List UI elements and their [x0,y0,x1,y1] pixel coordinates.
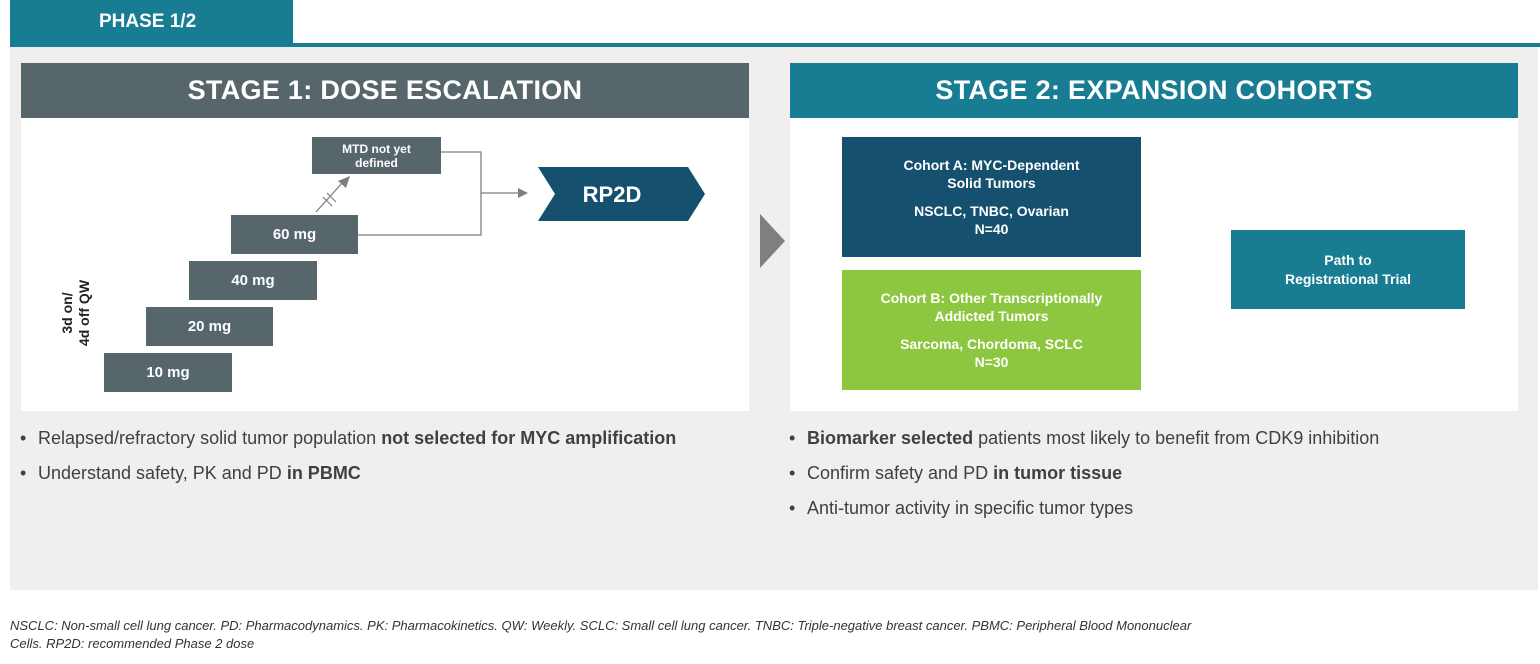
cohort-a-line3: NSCLC, TNBC, Ovarian [914,203,1069,219]
cohort-a-line2: Solid Tumors [947,175,1036,191]
stage2-bullet: •Confirm safety and PD in tumor tissue [789,463,1123,483]
footnote: NSCLC: Non-small cell lung cancer. PD: P… [10,617,1450,653]
phase-divider [10,43,1540,47]
cohort-b-line2: Addicted Tumors [934,308,1049,324]
mtd-line2: defined [355,155,398,170]
mtd-box: MTD not yet defined [312,137,441,174]
mtd-arrow-line [315,181,344,213]
stage1-header: STAGE 1: DOSE ESCALATION [21,63,749,118]
dose-step-40mg: 40 mg [189,261,317,300]
mtd-arrow-head [338,176,350,188]
rp2d-chevron [538,167,705,221]
stage2-bullet: •Anti-tumor activity in specific tumor t… [789,498,1134,518]
cohort-b-line4: N=30 [974,354,1009,370]
mtd-break-mark-2 [326,192,337,203]
cohort-a-line1: Cohort A: MYC-Dependent [903,157,1080,173]
path-to-registration-box: Path to Registrational Trial [1231,230,1465,309]
cohort-b-box: Cohort B: Other Transcriptionally Addict… [842,270,1141,390]
stage1-bullet: •Relapsed/refractory solid tumor populat… [20,428,677,448]
mtd-line1: MTD not yet [342,141,411,156]
stage2-header: STAGE 2: EXPANSION COHORTS [790,63,1518,118]
schedule-line1: 3d on/ [58,292,75,334]
dose-step-10mg: 10 mg [104,353,232,392]
mtd-break-mark-1 [322,196,333,207]
stage2-title: STAGE 2: EXPANSION COHORTS [935,75,1373,105]
stage1-bullet: •Understand safety, PK and PD in PBMC [20,463,361,483]
footnote-line1: NSCLC: Non-small cell lung cancer. PD: P… [10,618,1192,633]
phase-tab: PHASE 1/2 [10,0,293,44]
stage-transition-arrow [760,214,785,268]
rp2d-arrow-head [518,188,528,198]
footnote-line2: Cells. RP2D: recommended Phase 2 dose [10,636,255,651]
dose-step-20mg: 20 mg [146,307,273,346]
cohort-b-line3: Sarcoma, Chordoma, SCLC [900,336,1083,352]
path-line1: Path to [1324,251,1372,268]
cohort-a-line4: N=40 [974,221,1009,237]
phase-label: PHASE 1/2 [99,11,197,32]
schedule-label: 3d on/ 4d off QW [38,268,113,358]
dose-step-60mg: 60 mg [231,215,358,254]
schedule-line2: 4d off QW [75,279,92,347]
rp2d-label: RP2D [582,181,642,207]
path-line2: Registrational Trial [1284,270,1412,287]
stage1-title: STAGE 1: DOSE ESCALATION [187,75,583,105]
cohort-a-box: Cohort A: MYC-Dependent Solid Tumors NSC… [842,137,1141,257]
cohort-b-line1: Cohort B: Other Transcriptionally [880,290,1103,306]
stage2-bullet: •Biomarker selected patients most likely… [789,428,1380,448]
